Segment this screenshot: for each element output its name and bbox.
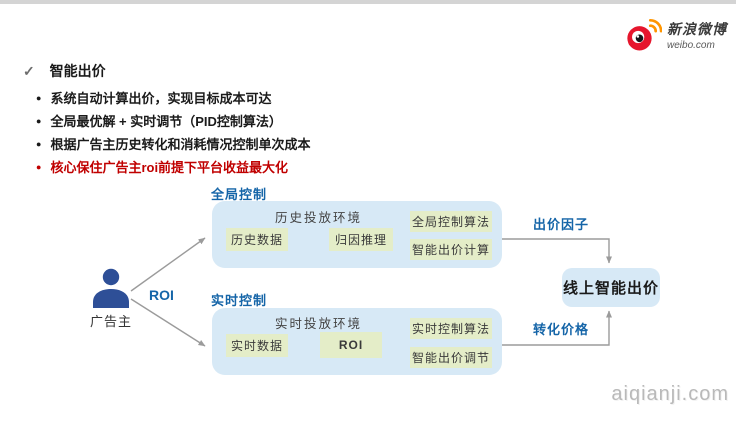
logo-text: 新浪微博 weibo.com <box>667 19 727 51</box>
advertiser-label: 广告主 <box>89 314 132 329</box>
realtime-control-group-label: 实时控制 <box>211 293 268 308</box>
section-title: ✓ 智能出价 <box>23 61 106 81</box>
logo-brand: 新浪微博 <box>667 21 727 37</box>
page-title: 智能出价 <box>49 63 106 79</box>
logo-domain: weibo.com <box>667 40 715 51</box>
history-env-label: 历史投放环境 <box>275 211 363 225</box>
roi-output-label: ROI <box>149 287 174 303</box>
watermark: aiqianji.com <box>611 383 729 405</box>
node-global-control-algorithm: 全局控制算法 <box>410 211 492 232</box>
conversion-price-label: 转化价格 <box>533 322 590 337</box>
realtime-env-label: 实时投放环境 <box>275 317 363 331</box>
bullet-text: 核心保住广告主roi前提下平台收益最大化 <box>50 160 289 175</box>
bid-factor-label: 出价因子 <box>533 217 590 232</box>
node-smart-bid-calculation: 智能出价计算 <box>410 239 492 260</box>
bullet-dot-icon: ● <box>36 139 42 149</box>
bullet-dot-icon: ● <box>36 93 42 103</box>
bullet-text: 全局最优解 + 实时调节（PID控制算法） <box>50 114 282 129</box>
check-icon: ✓ <box>23 63 35 79</box>
online-smart-bidding-box: 线上智能出价 <box>562 268 660 307</box>
bullet-list: ● 系统自动计算出价，实现目标成本可达 ● 全局最优解 + 实时调节（PID控制算法… <box>36 88 310 180</box>
bullet-item: ● 全局最优解 + 实时调节（PID控制算法） <box>36 111 310 129</box>
bullet-text: 根据广告主历史转化和消耗情况控制单次成本 <box>50 137 311 152</box>
bullet-dot-icon: ● <box>36 162 42 172</box>
top-border <box>0 0 736 4</box>
advertiser-icon <box>93 268 129 308</box>
bullet-text: 系统自动计算出价，实现目标成本可达 <box>50 91 272 106</box>
node-attribution-inference: 归因推理 <box>329 228 393 251</box>
node-roi: ROI <box>320 332 382 358</box>
bullet-item: ● 系统自动计算出价，实现目标成本可达 <box>36 88 310 106</box>
node-realtime-data: 实时数据 <box>226 334 288 357</box>
node-realtime-control-algorithm: 实时控制算法 <box>410 318 492 339</box>
global-control-group-label: 全局控制 <box>211 187 268 202</box>
weibo-eye-icon <box>627 18 662 51</box>
bullet-dot-icon: ● <box>36 116 42 126</box>
node-smart-bid-adjustment: 智能出价调节 <box>410 347 492 368</box>
weibo-logo: 新浪微博 weibo.com <box>626 11 727 53</box>
bullet-item-highlight: ● 核心保住广告主roi前提下平台收益最大化 <box>36 157 310 175</box>
bullet-item: ● 根据广告主历史转化和消耗情况控制单次成本 <box>36 134 311 152</box>
node-history-data: 历史数据 <box>226 228 288 251</box>
